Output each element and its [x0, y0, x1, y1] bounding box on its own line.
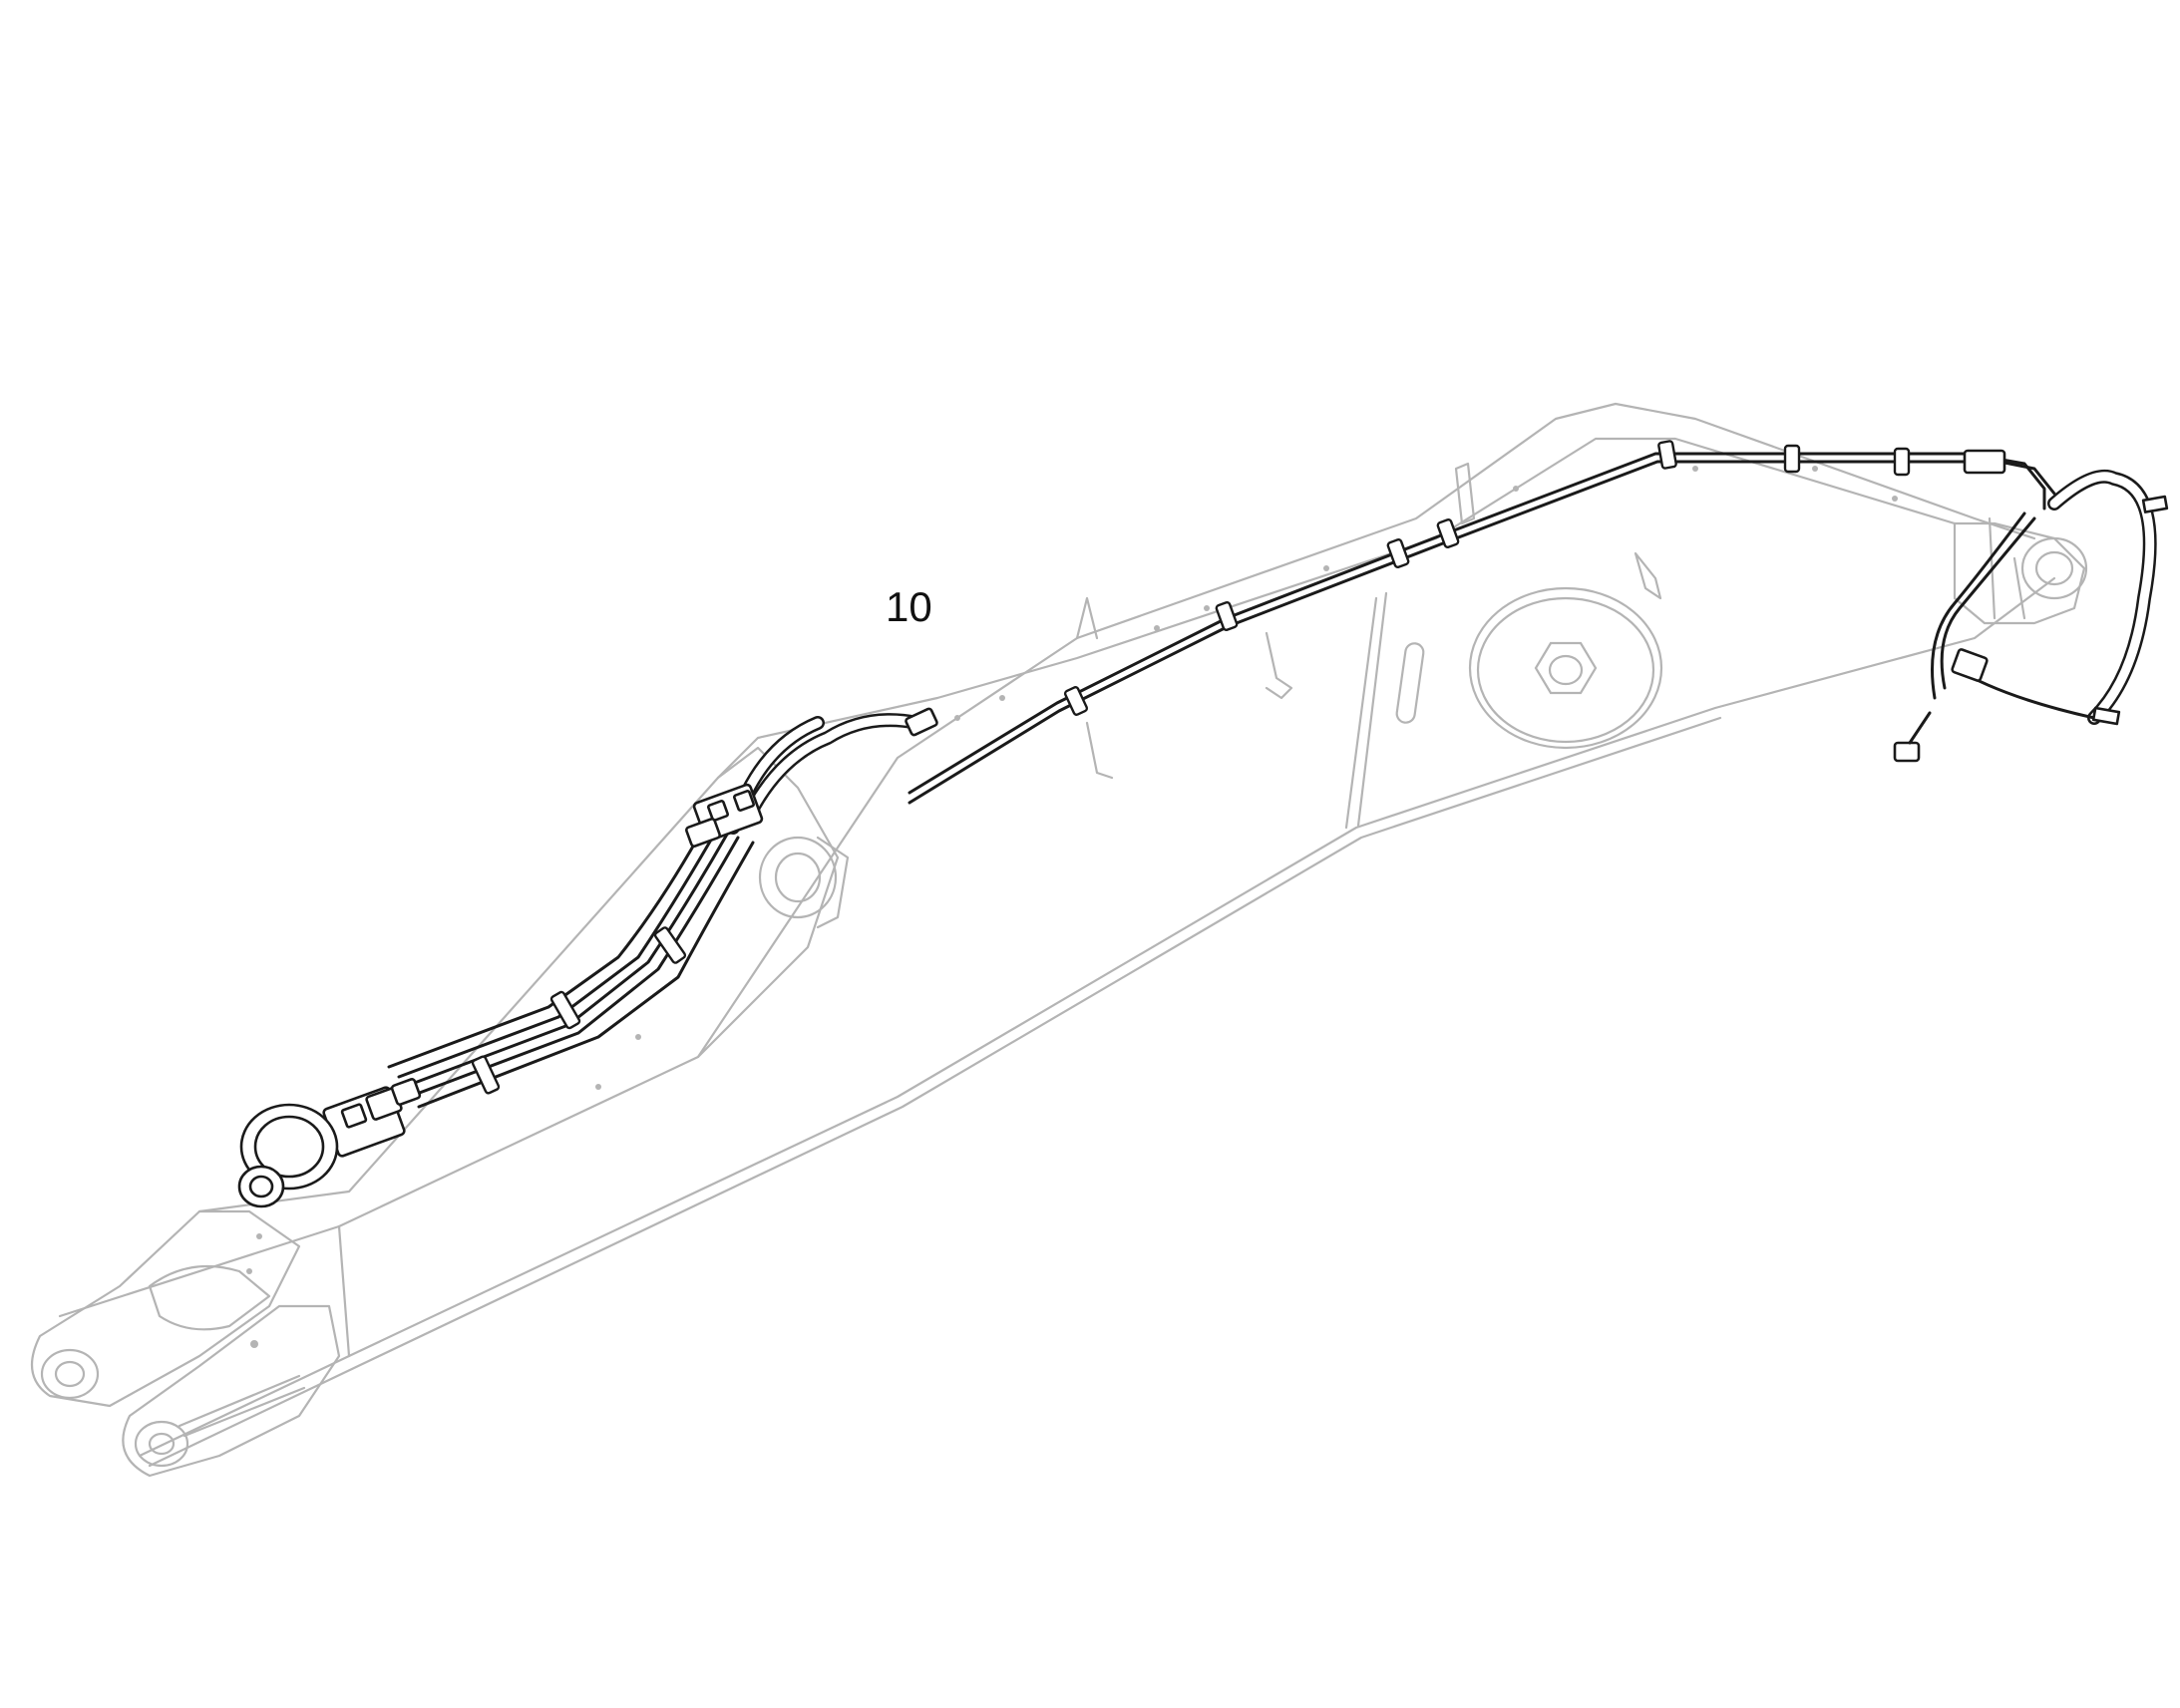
hydraulic-hose-set	[387, 452, 2169, 1109]
cylinder-rod-end	[237, 1103, 339, 1208]
right-end-connector-block	[1893, 449, 2006, 763]
pipe-end-coupler	[905, 707, 938, 737]
valve-block-lower	[322, 1078, 422, 1158]
hose-clamps	[471, 440, 1911, 1095]
boom-structure	[30, 402, 2088, 1478]
valve-block-upper	[685, 783, 764, 848]
part-callout-number: 10	[886, 583, 932, 630]
